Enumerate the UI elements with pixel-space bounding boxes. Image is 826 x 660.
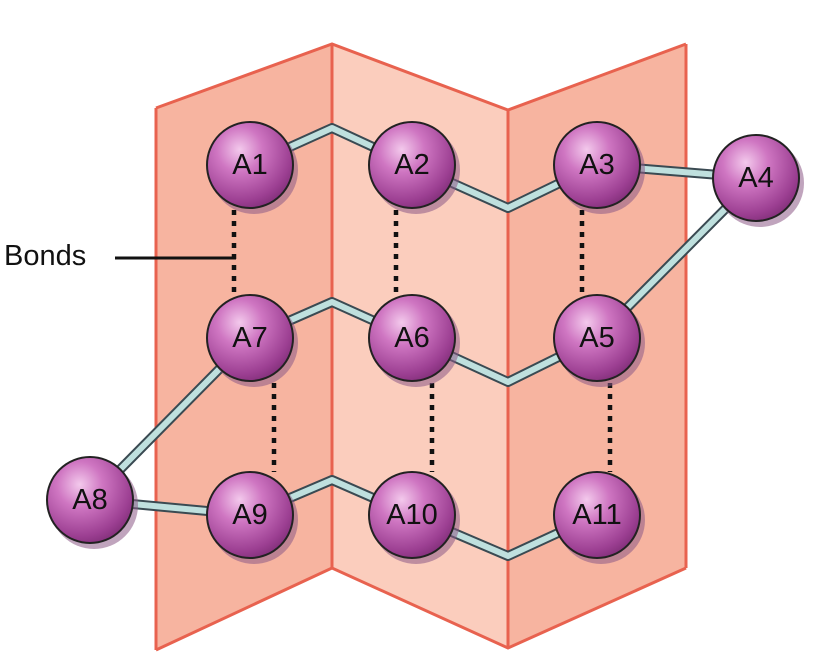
atoms: A1 A2 A3 A4 A5 A6 A7 [46, 121, 804, 564]
bonds-callout: Bonds [4, 240, 236, 272]
atom-a2: A2 [368, 121, 460, 214]
atom-a6: A6 [368, 294, 460, 387]
atom-label-a3: A3 [579, 149, 614, 181]
atom-label-a1: A1 [232, 149, 267, 181]
sheet-edge-top [155, 42, 687, 112]
bonds-label: Bonds [4, 240, 86, 272]
atom-a11: A11 [553, 471, 645, 564]
sheet-edge-bottom [155, 566, 687, 652]
atom-label-a11: A11 [572, 499, 621, 531]
atom-a4: A4 [712, 134, 804, 227]
atom-label-a5: A5 [579, 322, 614, 354]
atom-label-a10: A10 [386, 499, 438, 531]
atom-a10: A10 [368, 471, 460, 564]
atom-label-a2: A2 [394, 149, 429, 181]
atom-label-a4: A4 [738, 162, 773, 194]
atom-a5: A5 [553, 294, 645, 387]
atom-label-a8: A8 [72, 484, 107, 516]
atom-label-a9: A9 [232, 499, 267, 531]
atom-a7: A7 [206, 294, 298, 387]
atom-a3: A3 [553, 121, 645, 214]
atom-label-a6: A6 [394, 322, 429, 354]
hydrogen-bonds [231, 210, 613, 472]
atom-label-a7: A7 [232, 322, 267, 354]
atom-a9: A9 [206, 471, 298, 564]
atom-a8: A8 [46, 456, 138, 549]
atom-a1: A1 [206, 121, 298, 214]
